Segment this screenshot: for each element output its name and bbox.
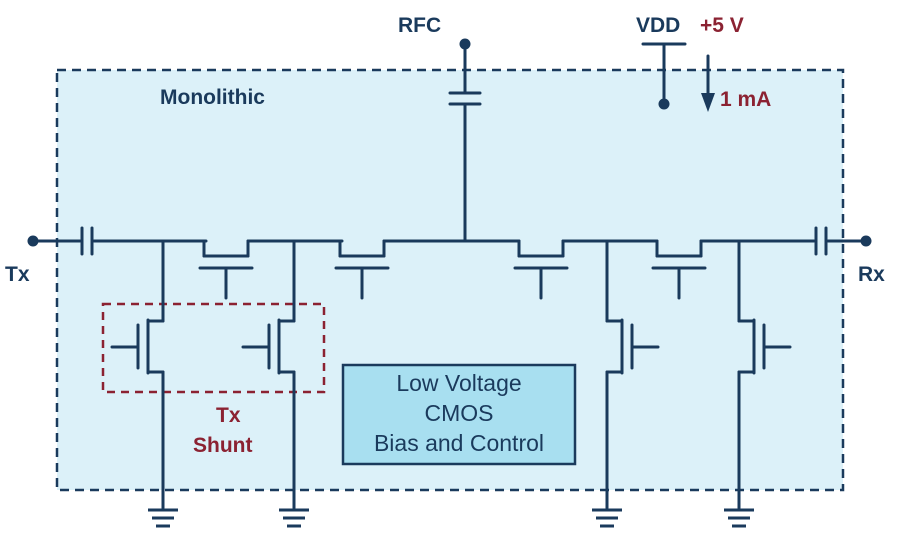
control-block-line2: CMOS	[424, 400, 494, 426]
vdd-value-label: +5 V	[700, 14, 744, 37]
tx-shunt-label-line2: Shunt	[193, 434, 253, 457]
rx-port-label: Rx	[858, 263, 885, 286]
tx-shunt-boundary	[101, 302, 326, 394]
ground-symbols	[148, 508, 754, 528]
current-label: 1 mA	[720, 88, 772, 111]
tx-port-label: Tx	[5, 263, 30, 286]
current-arrow-icon	[701, 93, 715, 112]
wires	[31, 42, 868, 510]
vdd-label: VDD	[636, 14, 681, 37]
rfc-label: RFC	[398, 14, 442, 37]
control-block-line1: Low Voltage	[396, 370, 522, 396]
tx-shunt-label-line1: Tx	[216, 404, 241, 427]
control-block	[341, 363, 577, 466]
control-block-line3: Bias and Control	[373, 430, 545, 456]
monolithic-label: Monolithic	[160, 86, 265, 109]
terminal-dots	[27, 38, 872, 247]
control-block-text: Low Voltage CMOS Bias and Control	[343, 368, 575, 458]
